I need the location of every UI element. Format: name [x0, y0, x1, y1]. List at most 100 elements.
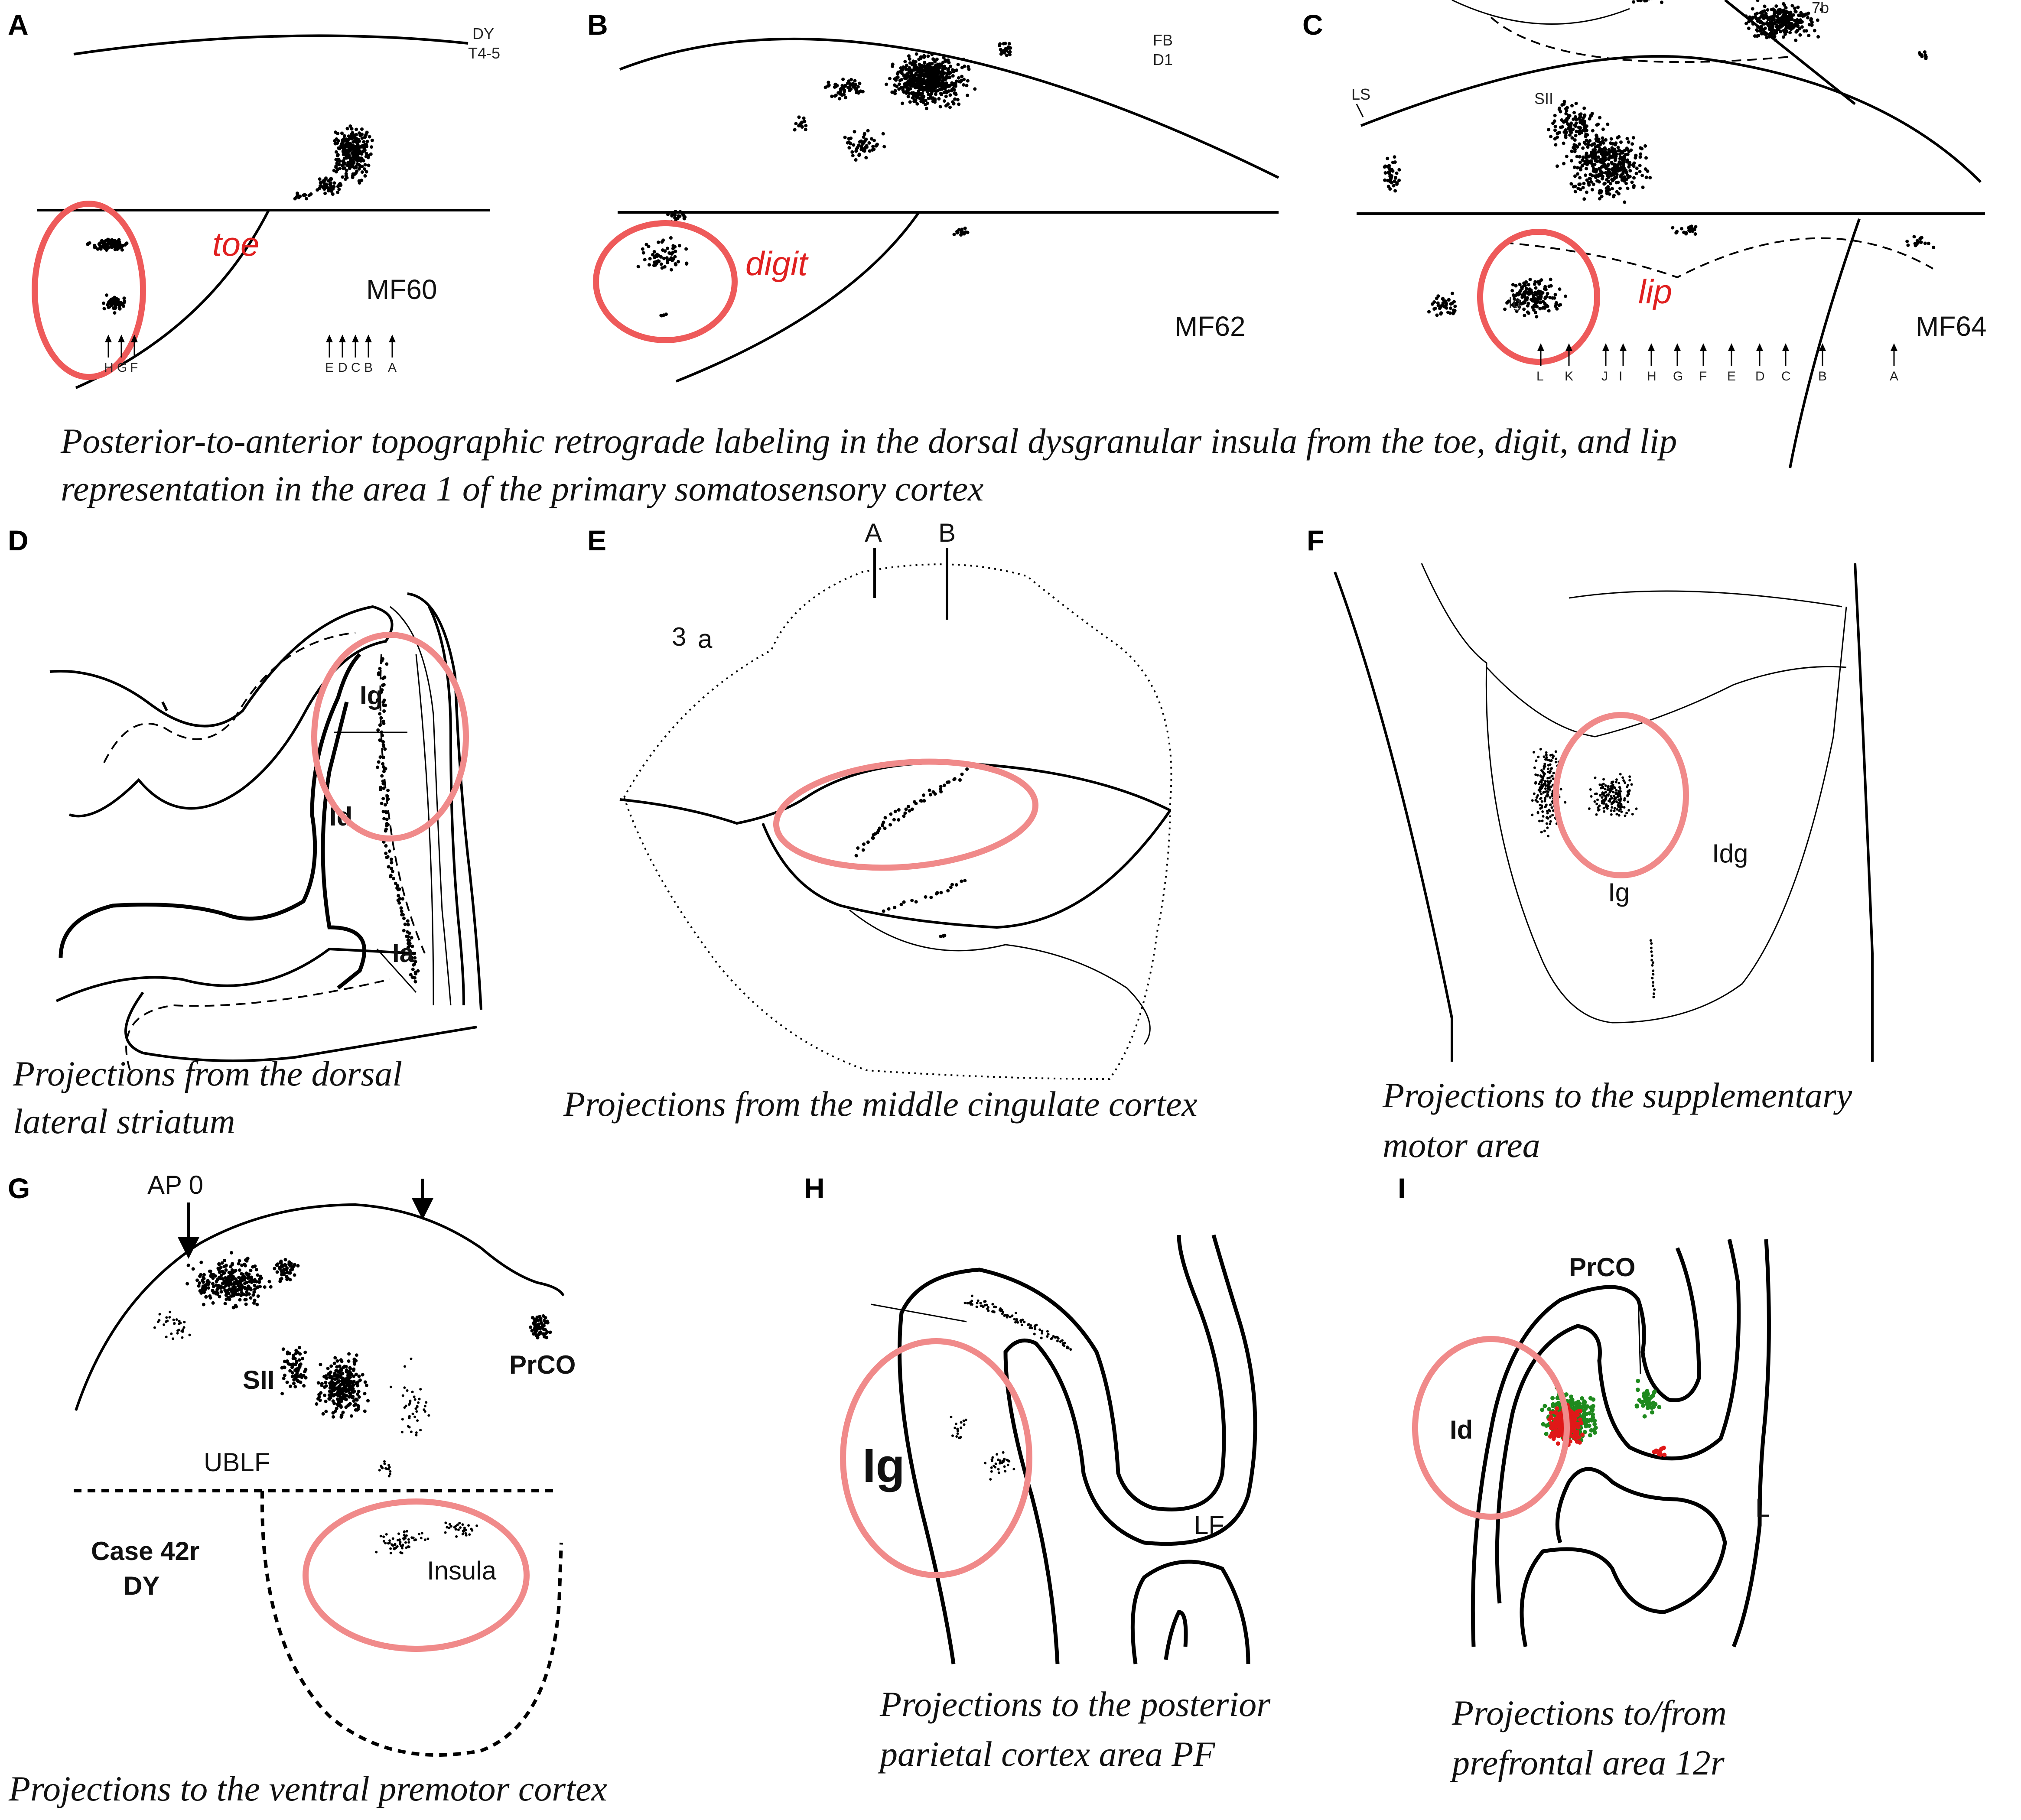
labeled-cell — [218, 1270, 221, 1274]
labeled-cell — [1593, 148, 1597, 152]
labeled-cell — [1562, 141, 1565, 145]
labeled-cell — [1691, 227, 1695, 231]
panel-i-outer-gyrus — [1471, 1247, 1701, 1647]
labeled-cell — [938, 105, 942, 109]
labeled-cell — [331, 192, 335, 196]
labeled-cell — [1623, 799, 1626, 802]
labeled-cell — [1448, 311, 1452, 315]
labeled-cell — [223, 1259, 227, 1262]
labeled-cell — [1652, 992, 1655, 995]
labeled-cell — [1680, 227, 1683, 231]
labeled-cell — [1765, 36, 1769, 39]
labeled-cell — [302, 1374, 306, 1378]
labeled-cell — [989, 1478, 992, 1481]
labeled-cell — [348, 1391, 351, 1395]
labeled-cell — [1608, 170, 1612, 174]
labeled-cell — [1600, 177, 1604, 181]
labeled-cell — [931, 86, 935, 90]
labeled-cell — [1547, 128, 1551, 132]
labeled-cell — [406, 947, 410, 951]
labeled-cell — [960, 75, 964, 78]
labeled-cell — [385, 1533, 388, 1536]
labeled-cell — [1031, 1326, 1034, 1329]
panel-f-section-outline — [1421, 563, 1847, 1024]
labeled-cell — [1611, 806, 1614, 809]
labeled-cell — [341, 140, 345, 143]
labeled-cell — [928, 788, 931, 792]
labeled-cell — [934, 89, 938, 93]
labeled-cell — [104, 248, 108, 252]
panel-i-caption-1: Projections to/from — [1451, 1693, 1727, 1732]
labeled-cell — [1782, 2, 1786, 6]
labeled-cell — [381, 796, 385, 800]
labeled-cell — [941, 934, 945, 938]
labeled-cell — [685, 262, 688, 266]
labeled-cell — [1571, 1423, 1576, 1428]
labeled-cell — [1601, 786, 1604, 789]
labeled-cell — [363, 148, 367, 152]
labeled-cell — [444, 1521, 447, 1524]
labeled-cell — [411, 968, 415, 972]
labeled-cell — [398, 1543, 401, 1546]
labeled-cell — [1651, 1393, 1655, 1398]
labeled-cell — [678, 214, 682, 218]
labeled-cell — [338, 1364, 342, 1368]
labeled-cell — [951, 74, 955, 78]
labeled-cell — [883, 816, 887, 820]
labeled-cell — [674, 210, 677, 213]
labeled-cell — [1662, 1453, 1667, 1457]
labeled-cell — [1452, 310, 1456, 314]
labeled-cell — [1578, 188, 1582, 192]
labeled-cell — [1543, 755, 1546, 758]
labeled-cell — [1605, 178, 1609, 182]
labeled-cell — [403, 1534, 406, 1537]
panel-d-outer-contour-1 — [407, 592, 482, 1010]
labeled-cell — [1588, 172, 1592, 176]
labeled-cell — [1604, 790, 1608, 793]
panel-f-upper-contour — [1569, 590, 1842, 608]
labeled-cell — [99, 247, 103, 251]
panel-i-highlight-circle — [1412, 1336, 1570, 1520]
labeled-cell — [967, 67, 971, 71]
panel-d-lower-contour — [55, 947, 417, 1002]
labeled-cell — [1788, 31, 1792, 35]
labeled-cell — [334, 150, 338, 154]
labeled-cell — [1596, 140, 1600, 143]
labeled-cell — [938, 63, 942, 67]
labeled-cell — [1768, 16, 1772, 20]
labeled-cell — [1597, 806, 1600, 809]
labeled-cell — [1441, 301, 1445, 305]
labeled-cell — [339, 1368, 343, 1371]
labeled-cell — [376, 765, 379, 769]
labeled-cell — [334, 1369, 338, 1373]
panel-g-label-ublf: UBLF — [204, 1448, 270, 1477]
labeled-cell — [204, 1295, 208, 1299]
labeled-cell — [940, 87, 944, 91]
panel-d-cortex-layer — [103, 632, 356, 763]
labeled-cell — [839, 88, 843, 92]
labeled-cell — [385, 794, 389, 798]
labeled-cell — [952, 102, 956, 106]
labeled-cell — [327, 1397, 331, 1401]
labeled-cell — [1531, 799, 1534, 802]
labeled-cell — [1553, 1417, 1558, 1421]
labeled-cell — [1629, 148, 1633, 152]
labeled-cell — [224, 1276, 227, 1280]
labeled-cell — [1538, 783, 1541, 785]
labeled-cell — [937, 66, 941, 70]
labeled-cell — [1545, 816, 1548, 819]
labeled-cell — [461, 1523, 464, 1526]
labeled-cell — [1558, 287, 1562, 291]
labeled-cell — [1617, 149, 1621, 153]
labeled-cell — [1549, 1410, 1553, 1415]
labeled-cell — [1644, 156, 1648, 160]
labeled-cell — [353, 157, 357, 161]
labeled-cell — [1810, 23, 1814, 27]
labeled-cell — [345, 155, 348, 159]
labeled-cell — [975, 1305, 978, 1308]
labeled-cell — [1598, 804, 1601, 807]
panel-i-label-id: Id — [1450, 1415, 1473, 1444]
labeled-cell — [1766, 8, 1770, 12]
labeled-cell — [907, 83, 911, 87]
labeled-cell — [1781, 35, 1785, 39]
